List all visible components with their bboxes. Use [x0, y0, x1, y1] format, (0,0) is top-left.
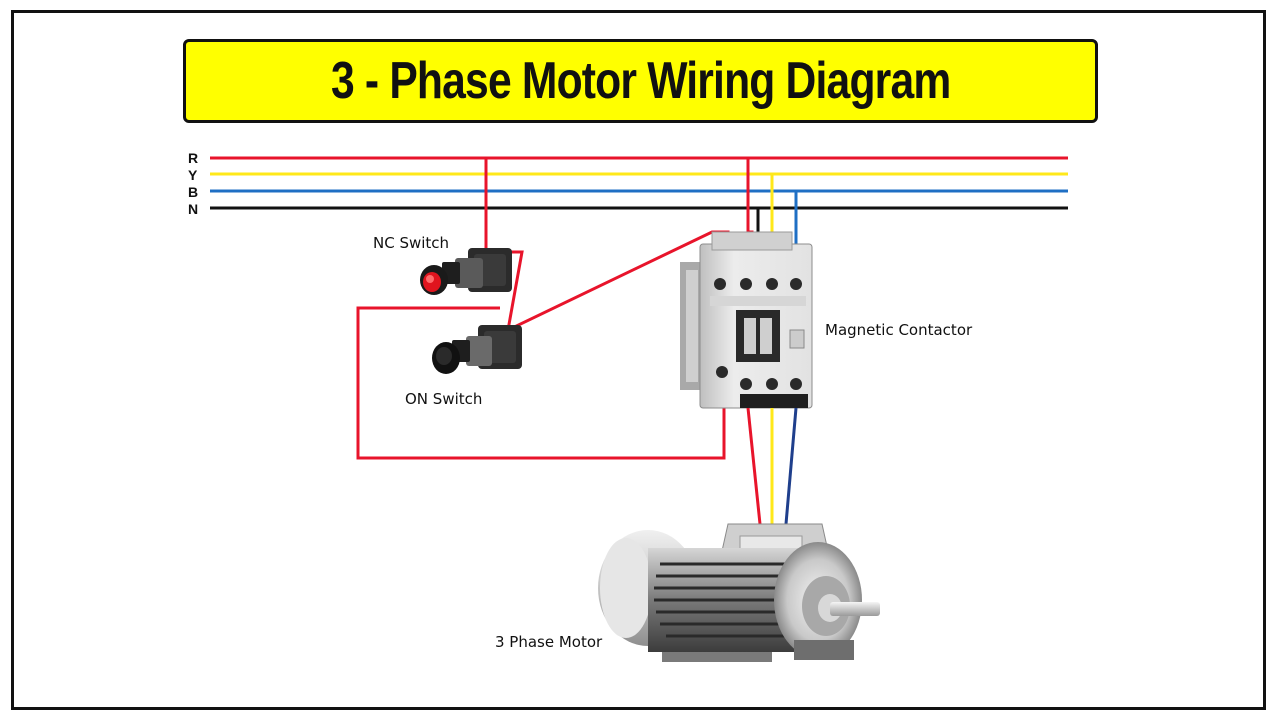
on-switch	[432, 325, 522, 374]
motor-wire-r	[746, 407, 762, 525]
page-title: 3 - Phase Motor Wiring Diagram	[330, 52, 951, 110]
motor-wire-b	[784, 407, 798, 525]
nc-switch	[420, 248, 512, 295]
nc-switch-label: NC Switch	[373, 234, 449, 252]
contactor-label: Magnetic Contactor	[825, 321, 973, 339]
bus-label-n: N	[188, 201, 198, 217]
title-banner: 3 - Phase Motor Wiring Diagram	[183, 39, 1098, 123]
control-wiring	[356, 158, 730, 460]
three-phase-motor	[598, 523, 880, 662]
bus-label-y: Y	[188, 167, 198, 183]
magnetic-contactor	[680, 231, 813, 409]
bus-label-b: B	[188, 184, 198, 200]
motor-label: 3 Phase Motor	[495, 633, 603, 651]
bus-label-r: R	[188, 150, 198, 166]
on-switch-label: ON Switch	[405, 390, 482, 408]
